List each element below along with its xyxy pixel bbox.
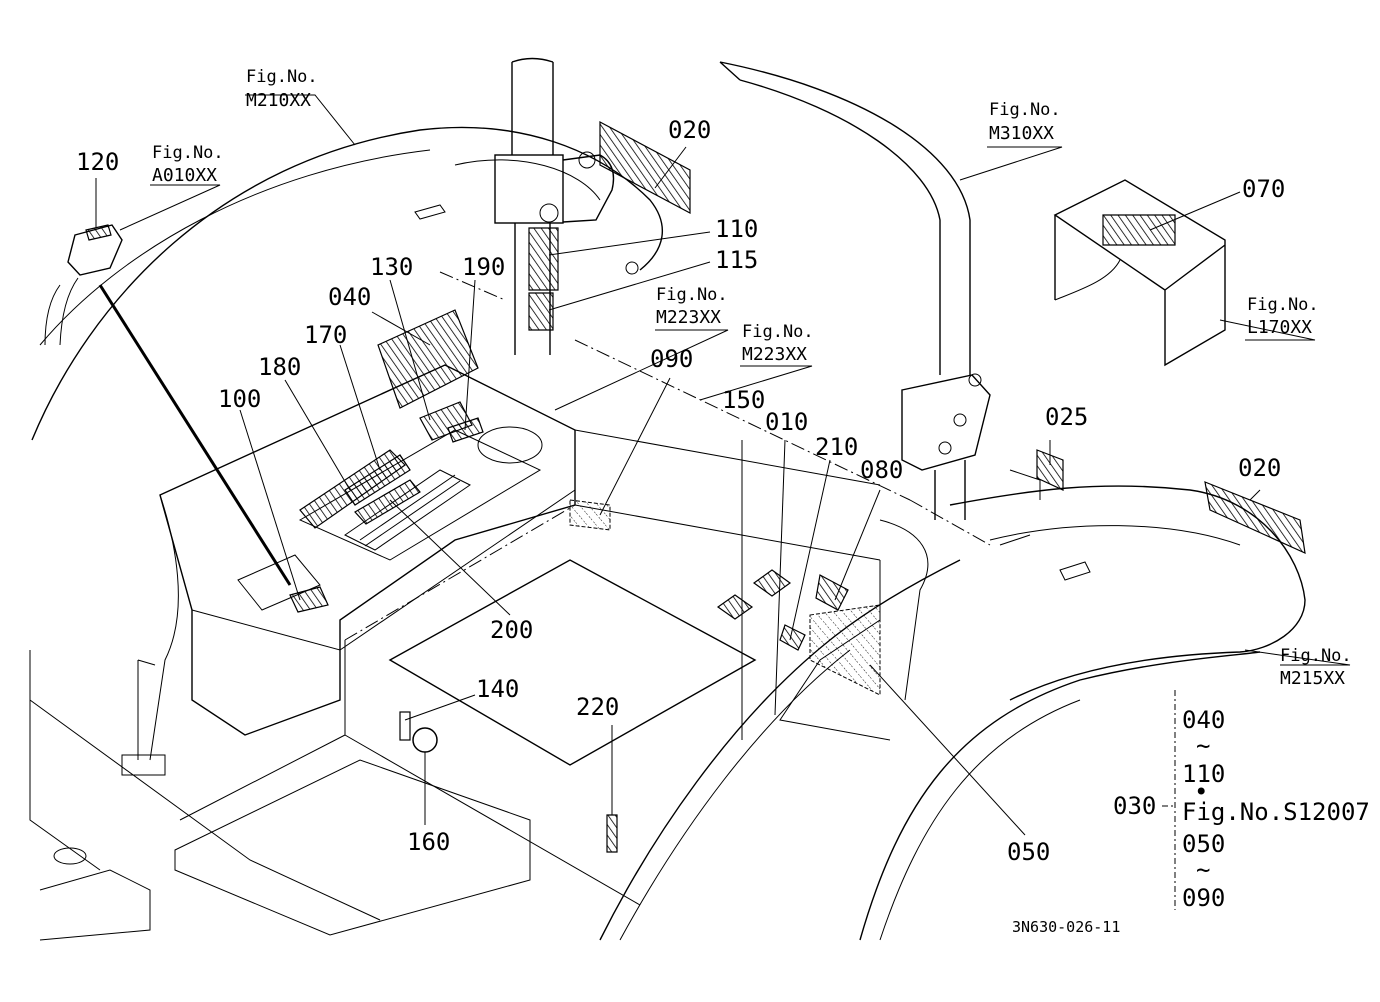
decal-025: [1036, 449, 1064, 491]
callout-030: 030: [1113, 792, 1156, 820]
decal-020-left: [599, 121, 691, 214]
cover-l170: [1053, 179, 1226, 367]
grip-120: [67, 224, 123, 276]
callout-140: 140: [476, 675, 519, 703]
fig-label-a010: Fig.No.: [152, 143, 224, 163]
leader-lines: [95, 94, 1351, 910]
callout-160: 160: [407, 828, 450, 856]
callout-170: 170: [304, 321, 347, 349]
decal-220: [606, 814, 618, 853]
right-fender-outline: [949, 485, 1306, 701]
decal-050: [809, 604, 881, 696]
decals: [85, 121, 1306, 853]
decal-120: [85, 224, 112, 241]
set-bracket-030: 040 ~ 110 • Fig.No.S12007 050 ~ 090: [1182, 706, 1370, 912]
set-g1-tilde: ~: [1196, 732, 1210, 760]
shift-rod: [98, 284, 292, 586]
decal-110: [528, 227, 559, 291]
set-g2-tilde: ~: [1196, 856, 1210, 884]
fig-label-m223-a: Fig.No.: [656, 285, 728, 305]
decal-020-right: [1204, 481, 1306, 555]
fig-label-m223-b: Fig.No.: [742, 322, 814, 342]
decal-100: [289, 586, 329, 613]
callout-020-right: 020: [1238, 454, 1281, 482]
fig-label-m310: Fig.No.: [989, 100, 1061, 120]
set-g1-to: 110: [1182, 760, 1225, 788]
decal-070: [1102, 214, 1176, 246]
decal-115: [528, 292, 554, 331]
callout-080: 080: [860, 456, 903, 484]
left-fender-inner: [39, 149, 431, 346]
callout-090: 090: [650, 345, 693, 373]
decal-010: [752, 569, 792, 597]
callout-040: 040: [328, 283, 371, 311]
rops-right-post: [719, 61, 971, 375]
fig-number-m223-a: M223XX: [656, 307, 721, 328]
fig-label-m210: Fig.No.: [246, 67, 318, 87]
fig-number-m223-b: M223XX: [742, 344, 807, 365]
callout-210: 210: [815, 433, 858, 461]
callout-labels: 020 110 115 120 130 190 040 170 180 100 …: [76, 116, 1285, 866]
callout-130: 130: [370, 253, 413, 281]
part-160-knob: [412, 727, 438, 753]
callout-180: 180: [258, 353, 301, 381]
fig-label-m215: Fig.No.: [1280, 646, 1352, 666]
callout-120: 120: [76, 148, 119, 176]
callout-220: 220: [576, 693, 619, 721]
fig-number-m310: M310XX: [989, 123, 1054, 144]
part-140: [399, 711, 411, 741]
rops-left-post: [511, 57, 554, 155]
left-fender-outline: [31, 126, 664, 441]
fig-number-l170: L170XX: [1247, 317, 1312, 338]
callout-050: 050: [1007, 838, 1050, 866]
drawing-id: 3N630-026-11: [1012, 918, 1120, 936]
decal-210: [779, 624, 806, 651]
fig-number-m215: M215XX: [1280, 668, 1345, 689]
callout-070: 070: [1242, 175, 1285, 203]
decal-200: [354, 479, 421, 525]
callout-150: 150: [722, 386, 765, 414]
set-g1-from: 040: [1182, 706, 1225, 734]
decal-080: [815, 574, 849, 611]
callout-010: 010: [765, 408, 808, 436]
callout-025: 025: [1045, 403, 1088, 431]
decal-170: [344, 454, 411, 506]
callout-100: 100: [218, 385, 261, 413]
callout-190: 190: [462, 253, 505, 281]
set-dot: •: [1194, 778, 1208, 806]
decal-150: [716, 594, 754, 620]
fig-label-l170: Fig.No.: [1247, 295, 1319, 315]
floor-plate: [388, 559, 757, 766]
set-g2-from: 050: [1182, 830, 1225, 858]
decal-090: [569, 499, 611, 531]
callout-020-top: 020: [668, 116, 711, 144]
set-g2-to: 090: [1182, 884, 1225, 912]
figure-references: Fig.No. M210XX Fig.No. A010XX Fig.No. M3…: [152, 67, 1352, 689]
rops-bracket-left: [494, 154, 564, 224]
callout-200: 200: [490, 616, 533, 644]
fig-number-a010: A010XX: [152, 165, 217, 186]
fig-number-m210: M210XX: [246, 90, 311, 111]
decal-040: [377, 309, 479, 409]
callout-115: 115: [715, 246, 758, 274]
set-fig-line: Fig.No.S12007: [1182, 798, 1370, 826]
lever-rod: [137, 494, 179, 761]
callout-110: 110: [715, 215, 758, 243]
operator-console: [159, 364, 576, 736]
